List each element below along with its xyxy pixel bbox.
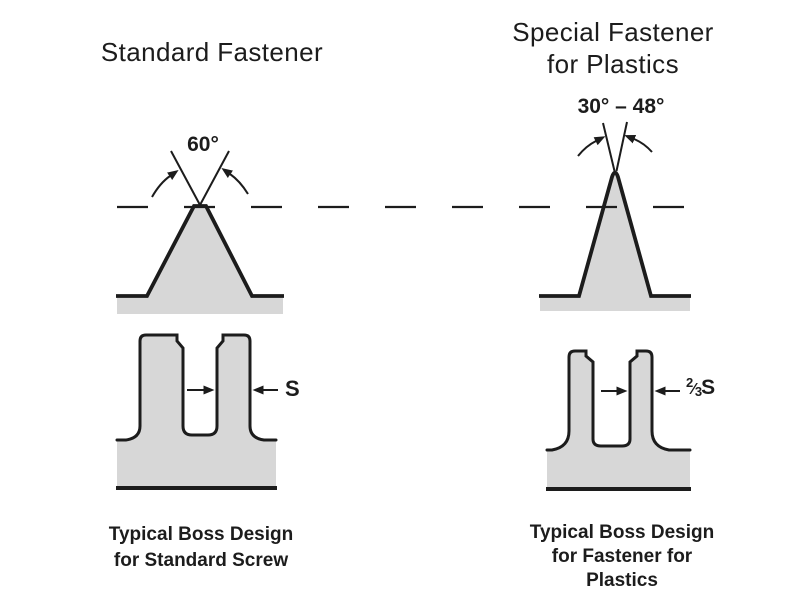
fraction-slash: ⁄ <box>692 381 695 398</box>
right-thread-angle-annotation <box>577 121 653 172</box>
right-wall-thickness-label: 2⁄3S <box>686 375 715 400</box>
left-boss-fill <box>117 335 276 487</box>
left-boss-outline <box>115 333 278 442</box>
left-thread-profile-outline <box>116 204 284 298</box>
right-panel-title: Special Fastener for Plastics <box>512 16 714 80</box>
right-thread-angle-label: 30° – 48° <box>577 95 665 118</box>
left-panel-title: Standard Fastener <box>100 37 324 67</box>
left-thread-angle-label: 60° <box>187 133 219 156</box>
left-angle-v-line-right <box>199 150 230 206</box>
right-boss-fill <box>547 351 690 487</box>
left-thread-angle-annotation <box>151 150 249 206</box>
left-wall-thickness-label: S <box>285 376 300 401</box>
right-angle-arrow-right <box>624 135 653 153</box>
right-boss-caption-line3: Plastics <box>586 570 658 591</box>
right-boss-caption: Typical Boss Design for Fastener for Pla… <box>530 521 714 593</box>
right-thread-profile-fill <box>540 172 690 311</box>
right-thread-profile-outline <box>539 170 691 298</box>
left-boss-caption: Typical Boss Design for Standard Screw <box>109 522 293 574</box>
left-thread-profile-fill <box>117 206 283 314</box>
right-panel-title-line2: for Plastics <box>547 49 679 79</box>
left-boss-caption-line1: Typical Boss Design <box>108 524 294 545</box>
right-boss-caption-line1: Typical Boss Design <box>529 522 715 543</box>
fraction-numerator: 2 <box>686 375 693 390</box>
left-angle-arrow-right <box>221 167 249 195</box>
right-boss-caption-line2: for Fastener for <box>551 546 693 567</box>
left-boss-caption-line2: for Standard Screw <box>113 550 289 571</box>
right-angle-arrow-left <box>577 136 606 157</box>
right-angle-v-line-right <box>615 121 628 172</box>
left-angle-v-line-left <box>170 150 201 206</box>
left-angle-arrow-left <box>151 169 179 198</box>
right-panel-title-line1: Special Fastener <box>512 17 714 47</box>
right-boss-outline <box>545 349 692 452</box>
fraction-denominator: 3 <box>694 384 702 399</box>
fraction-suffix: S <box>701 376 716 399</box>
right-angle-v-line-left <box>602 122 616 172</box>
